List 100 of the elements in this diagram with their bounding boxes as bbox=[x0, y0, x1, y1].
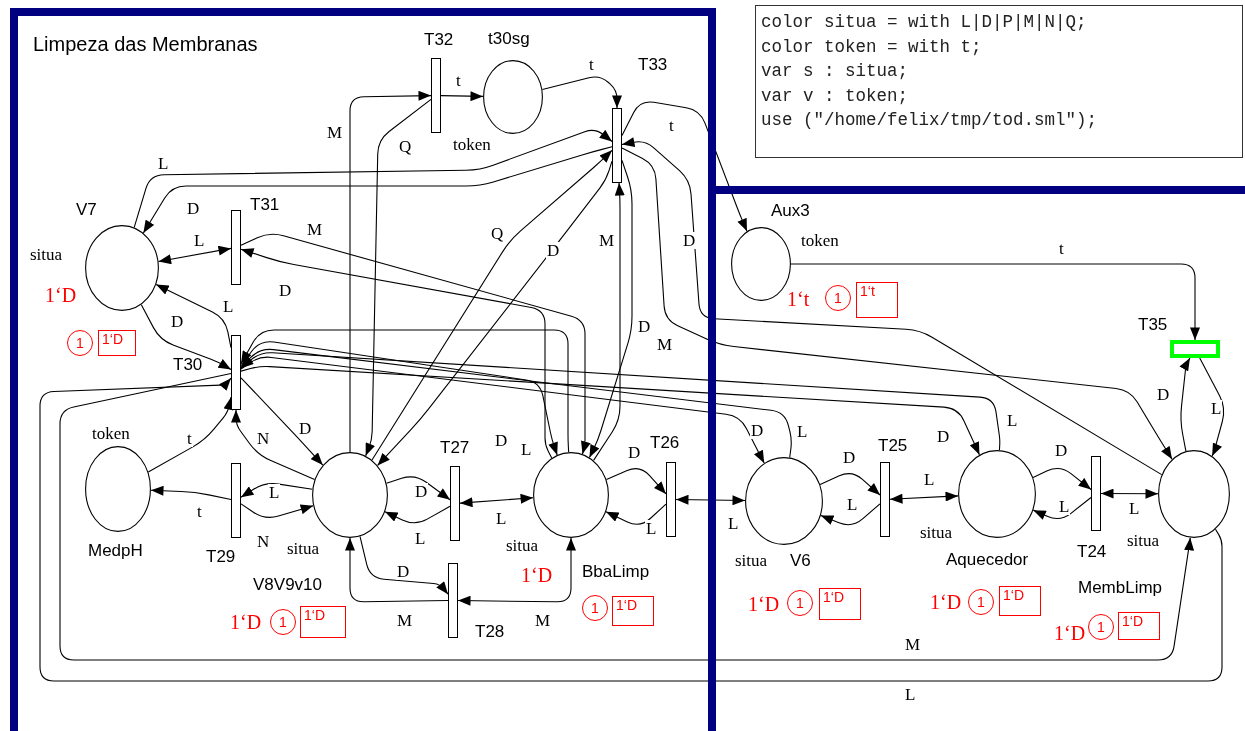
color-set-label: situa bbox=[735, 552, 768, 569]
arc-arrow bbox=[588, 159, 633, 458]
transition-name: T28 bbox=[475, 623, 505, 640]
edge-label: D bbox=[298, 420, 313, 437]
arc-arrow bbox=[147, 396, 234, 473]
code-line: use ("/home/felix/tmp/tod.sml"); bbox=[761, 109, 1098, 132]
color-set-label: token bbox=[453, 136, 491, 153]
arc-arrow bbox=[386, 476, 451, 501]
arc-arrow bbox=[819, 473, 881, 496]
edge-label: D bbox=[396, 563, 411, 580]
edge-label: L bbox=[796, 423, 809, 440]
place-name: Aquecedor bbox=[946, 551, 1029, 568]
edge-label: D bbox=[750, 422, 765, 439]
edge-label: L bbox=[520, 441, 533, 458]
edge-label: L bbox=[727, 515, 740, 532]
place-name: MembLimp bbox=[1078, 579, 1163, 596]
arc-arrow bbox=[1179, 357, 1191, 452]
marking-box: 1‘D bbox=[999, 586, 1041, 616]
edge-label: L bbox=[157, 155, 170, 172]
arc-arrow bbox=[1032, 467, 1092, 491]
edge-label: D bbox=[278, 282, 293, 299]
place-name: V8V9v10 bbox=[253, 576, 322, 593]
edge-label: L bbox=[846, 496, 859, 513]
edge-label: M bbox=[598, 232, 616, 249]
arc-arrow bbox=[820, 503, 881, 526]
arc-arrow bbox=[150, 485, 232, 500]
edge-label: L bbox=[904, 686, 917, 703]
initial-marking: 1‘D bbox=[748, 594, 780, 614]
edge-label: L bbox=[1006, 412, 1019, 429]
edge-label: L bbox=[1058, 498, 1071, 515]
group-frame bbox=[10, 8, 716, 731]
arc-arrow bbox=[605, 503, 667, 525]
arc-arrow bbox=[349, 90, 432, 453]
edge-label: D bbox=[682, 232, 697, 249]
edge-label: N bbox=[256, 533, 271, 550]
edge-label: M bbox=[656, 336, 674, 353]
place-name: Aux3 bbox=[771, 202, 810, 219]
marking-box: 1‘D bbox=[300, 606, 346, 638]
edge-label: M bbox=[396, 612, 414, 629]
edge-label: D bbox=[170, 313, 185, 330]
marking-box: 1‘D bbox=[98, 330, 136, 356]
edge-label: L bbox=[495, 510, 508, 527]
transition-name: T29 bbox=[206, 548, 236, 565]
arc-arrow bbox=[240, 352, 1001, 451]
edge-label: M bbox=[326, 124, 344, 141]
arc-arrow bbox=[240, 248, 553, 459]
place-name: V6 bbox=[790, 552, 811, 569]
arc-arrow bbox=[240, 356, 765, 464]
arc-arrow bbox=[142, 146, 613, 234]
place-name: V7 bbox=[76, 201, 97, 218]
place-name: MedpH bbox=[88, 542, 143, 559]
transition-name: T30 bbox=[173, 356, 203, 373]
edge-label: L bbox=[414, 530, 427, 547]
arc-arrow bbox=[359, 535, 449, 595]
arc-arrow bbox=[790, 263, 1200, 341]
transition-name: T27 bbox=[440, 439, 470, 456]
transition-name: T25 bbox=[878, 437, 908, 454]
arc-arrow bbox=[345, 537, 449, 603]
color-set-label: token bbox=[801, 232, 839, 249]
arc-arrow bbox=[1199, 357, 1225, 457]
color-set-label: situa bbox=[30, 246, 63, 263]
edge-label: D bbox=[494, 432, 509, 449]
edge-label: D bbox=[1054, 442, 1069, 459]
transition-name: T32 bbox=[424, 31, 454, 48]
transition-name: T26 bbox=[650, 434, 680, 451]
arc-arrow bbox=[240, 348, 792, 459]
marking-box: 1‘D bbox=[1118, 612, 1160, 640]
arc-arrow bbox=[140, 304, 232, 371]
initial-marking: 1‘D bbox=[230, 612, 262, 632]
arc-arrow bbox=[240, 233, 591, 455]
edge-label: D bbox=[936, 428, 951, 445]
arc-arrow bbox=[889, 491, 959, 504]
edge-label: L bbox=[268, 484, 281, 501]
code-line: var v : token; bbox=[761, 84, 909, 108]
arc-arrow bbox=[1100, 488, 1159, 499]
arc-arrow bbox=[1032, 496, 1092, 520]
code-line: color situa = with L|D|P|M|N|Q; bbox=[761, 11, 1087, 34]
arc-arrow bbox=[240, 377, 324, 466]
edge-label: M bbox=[534, 612, 552, 629]
arc-arrow bbox=[158, 245, 232, 265]
arc-arrow bbox=[675, 494, 746, 506]
edge-label: L bbox=[923, 471, 936, 488]
declaration-box bbox=[755, 5, 1243, 158]
initial-marking: 1‘D bbox=[45, 285, 77, 305]
arc-arrow bbox=[231, 409, 316, 481]
arc-arrow bbox=[240, 365, 980, 456]
edge-label: L bbox=[193, 232, 206, 249]
arc-arrow bbox=[240, 503, 314, 518]
color-set-label: situa bbox=[506, 537, 539, 554]
edge-label: D bbox=[546, 242, 561, 259]
initial-marking: 1‘D bbox=[1054, 623, 1086, 643]
arc-arrow bbox=[621, 101, 748, 232]
edge-label: D bbox=[1156, 386, 1171, 403]
initial-marking: 1‘D bbox=[521, 565, 553, 585]
edge-label: L bbox=[1210, 400, 1223, 417]
edge-label: L bbox=[1128, 500, 1141, 517]
code-line: var s : situa; bbox=[761, 60, 909, 83]
arc-arrow bbox=[593, 182, 625, 461]
transition-name: T35 bbox=[1138, 316, 1168, 333]
edge-label: Q bbox=[490, 225, 505, 242]
